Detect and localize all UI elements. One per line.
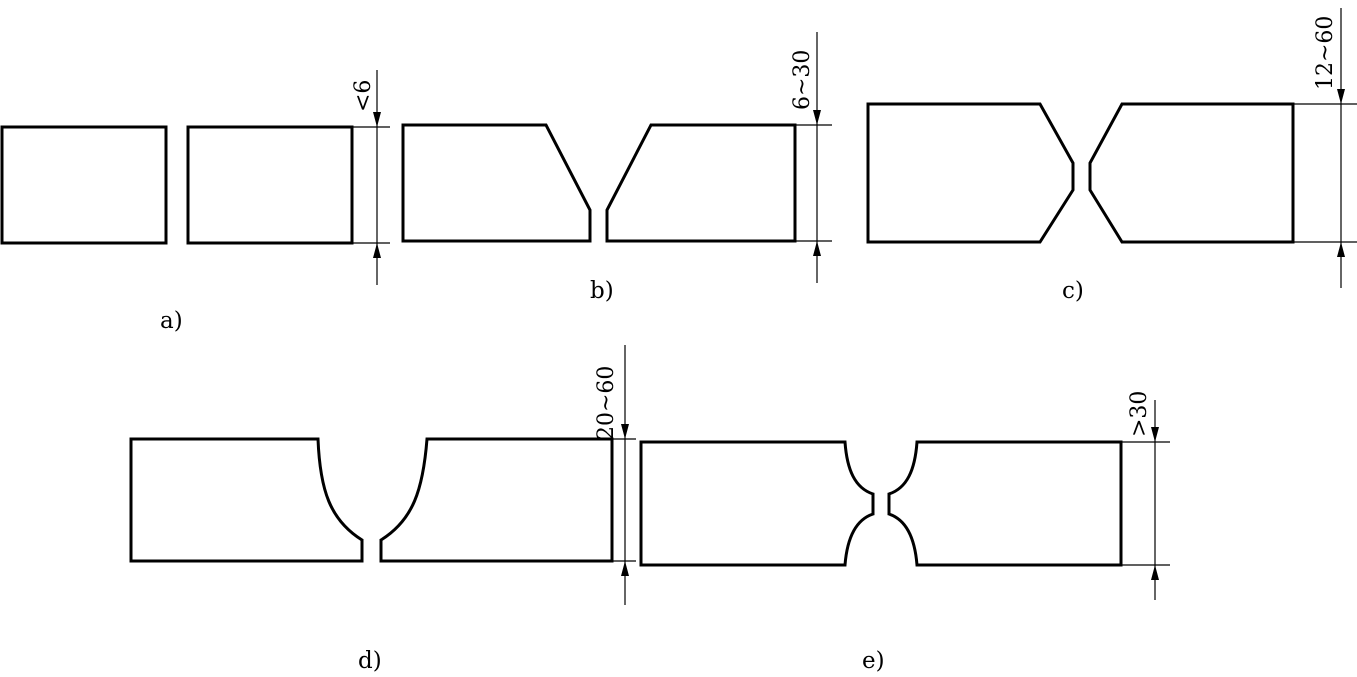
panel-a-left-plate (0, 125, 168, 245)
panel-c-left-plate (866, 102, 1075, 244)
panel-c-arrow-down (1337, 89, 1345, 104)
panel-c-dimension-label: 12~60 (1313, 16, 1338, 90)
panel-e-right-plate (887, 440, 1123, 567)
panel-c: 12~60 c) (866, 8, 1357, 304)
panel-b: 6~30 b) (401, 32, 832, 304)
panel-c-arrow-up (1337, 242, 1345, 257)
panel-d-arrow-down (621, 424, 629, 439)
panel-a: <6 a) (0, 70, 390, 334)
panel-c-caption: c) (1062, 278, 1084, 304)
panel-b-left-plate (401, 123, 592, 243)
panel-a-dimension-label: <6 (351, 80, 376, 112)
panel-d-right-plate (379, 437, 614, 563)
panel-b-caption: b) (590, 278, 614, 304)
panel-e-arrow-down (1151, 427, 1159, 442)
panel-d-arrow-up (621, 561, 629, 576)
panel-e: >30 e) (639, 391, 1170, 674)
panel-d-left-plate (129, 437, 364, 563)
panel-a-arrow-down (373, 112, 381, 127)
panel-b-dimension-label: 6~30 (790, 50, 815, 110)
panel-d: 20~60 d) (129, 345, 636, 674)
panel-d-caption: d) (358, 648, 382, 674)
panel-e-caption: e) (862, 648, 885, 674)
panel-a-arrow-up (373, 243, 381, 258)
panel-a-right-plate (186, 125, 354, 245)
panel-b-arrow-up (813, 241, 821, 256)
panel-e-left-plate (639, 440, 875, 567)
panel-b-right-plate (605, 123, 797, 243)
panel-c-right-plate (1088, 102, 1295, 244)
panel-e-arrow-up (1151, 565, 1159, 580)
panel-e-dimension-label: >30 (1127, 391, 1152, 437)
panel-b-arrow-down (813, 110, 821, 125)
panel-d-dimension-label: 20~60 (594, 366, 619, 440)
panel-a-caption: a) (160, 308, 183, 334)
